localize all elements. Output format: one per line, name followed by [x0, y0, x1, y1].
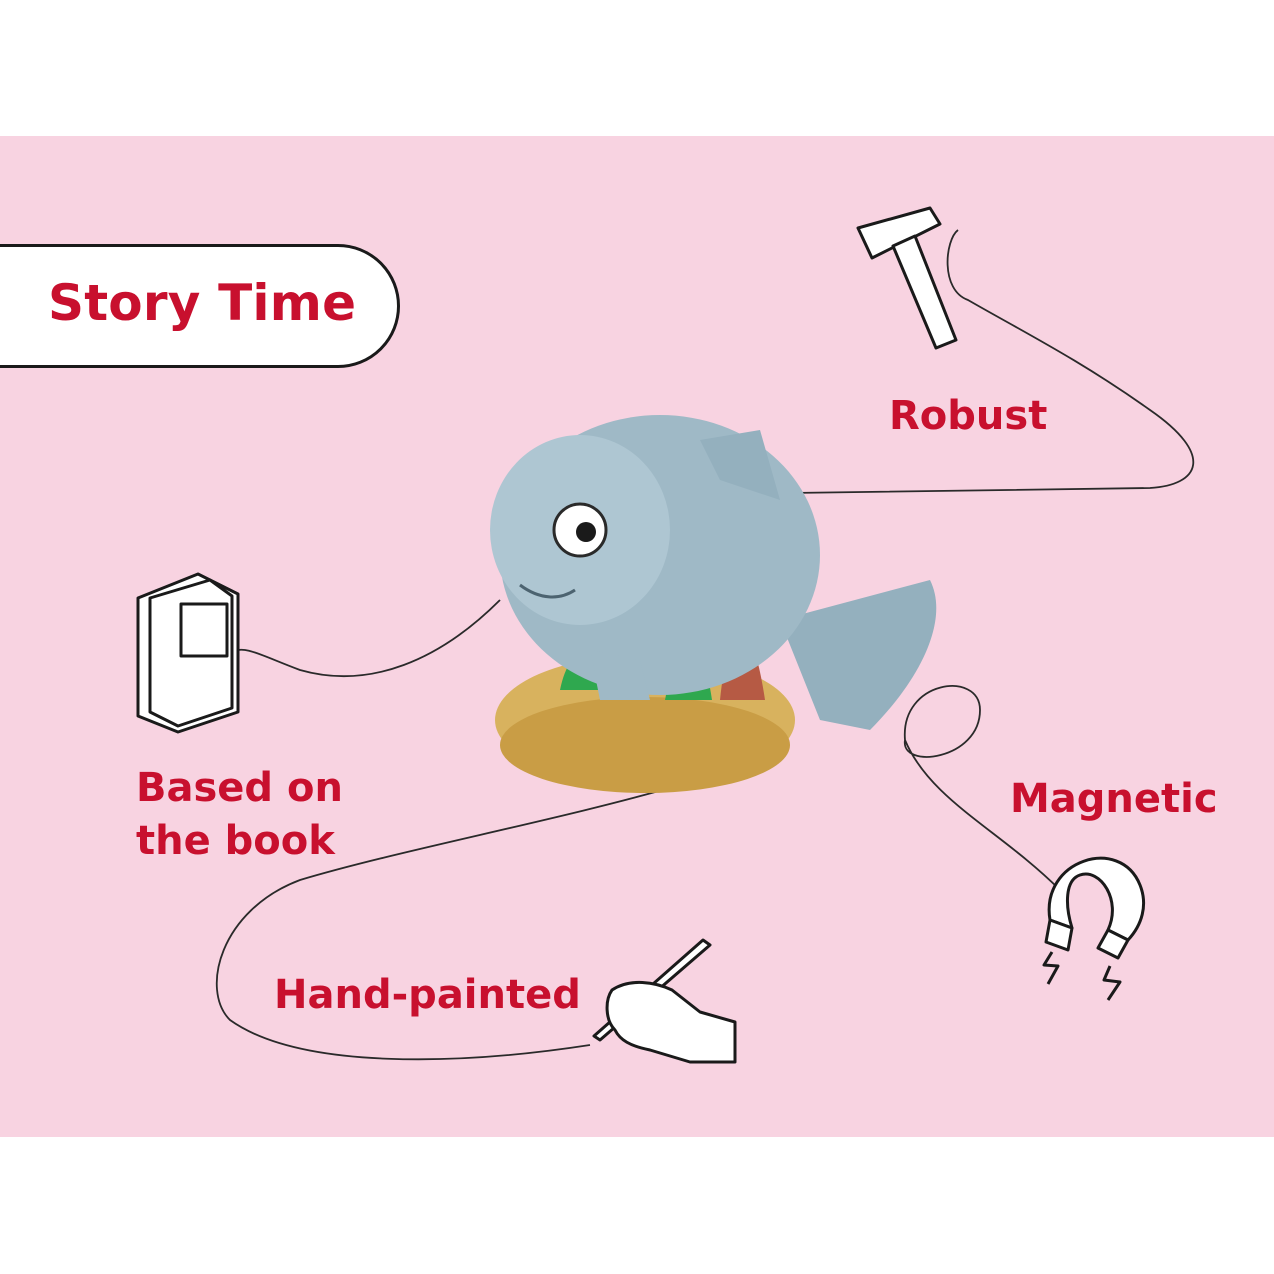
- story-time-badge: [0, 244, 400, 368]
- fish-figurine: [490, 415, 937, 793]
- book-icon: [136, 572, 240, 734]
- decorative-connector-line: [215, 229, 1195, 1061]
- feature-label-based-on-book: Based on the book: [136, 762, 396, 868]
- feature-label-hand-painted: Hand-painted: [274, 972, 581, 1018]
- book-label-line-1: Based on: [136, 765, 343, 811]
- feature-label-robust: Robust: [889, 393, 1048, 439]
- book-label-line-2: the book: [136, 817, 335, 864]
- paintbrush-hand-icon: [592, 938, 737, 1064]
- magnet-icon: [1042, 856, 1145, 1001]
- feature-label-magnetic: Magnetic: [1010, 776, 1218, 822]
- badge-title: Story Time: [48, 274, 357, 332]
- hammer-icon: [856, 206, 958, 350]
